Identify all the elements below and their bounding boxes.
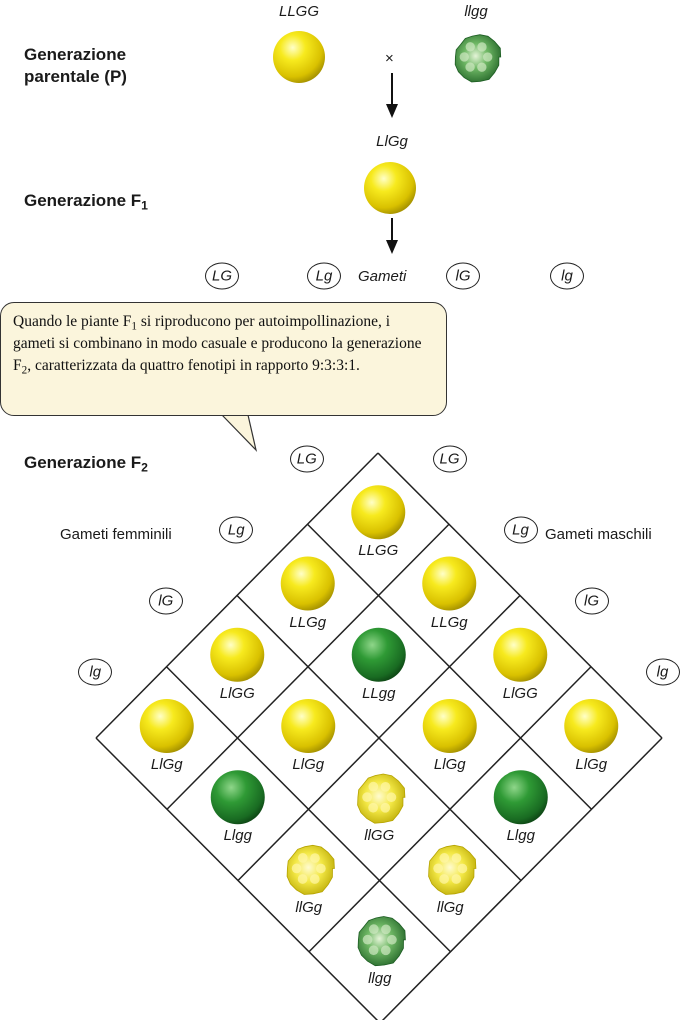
gamete-circle: lG [148,587,183,615]
f2-pea-yellow-round [564,699,619,753]
cross-symbol: × [385,50,394,67]
f2-pea-yellow-wrinkled [286,844,335,895]
f2-cell-genotype: LLgg [362,684,396,702]
grid-line [165,666,452,953]
f2-cell-genotype: Llgg [223,827,252,845]
f2-cell-genotype: LlGG [219,684,255,702]
f1-genotype: LlGg [376,133,408,150]
f1-generation-label: Generazione F1 [24,191,148,213]
f2-pea-yellow-round [280,556,335,611]
gamete-circle: lg [78,658,113,686]
parent-green-wrinkled-pea [454,34,502,83]
grid-line [308,666,592,953]
f2-pea-yellow-round [493,627,548,682]
arrow-f1-to-gametes-head [386,240,398,254]
callout-pointer [221,414,258,452]
f2-pea-yellow-round [422,699,477,753]
parent-yellow-round-pea [273,31,325,83]
f2-pea-yellow-round [351,485,406,540]
arrow-p-to-f1-head [386,104,398,118]
gamete-circle: Lg [503,516,538,544]
f2-cell-genotype: Llgg [506,827,535,845]
f2-pea-yellow-round [210,627,265,682]
gamete-circle: lg [550,262,584,290]
pea-layer [139,31,619,967]
f2-cell-genotype: LlGg [575,756,608,773]
f2-cell-genotype: llGG [364,827,395,845]
parental-generation-label: Generazione parentale (P) [24,45,127,86]
male-gametes-label: Gameti maschili [545,526,652,543]
f2-cell-genotype: LLGg [430,613,468,631]
f2-pea-yellow-round [422,556,477,611]
female-gametes-label: Gameti femminili [60,526,172,543]
gamete-circle: Lg [219,516,254,544]
f2-cell-genotype: LlGG [502,684,538,702]
f2-generation-label: Generazione F2 [24,453,148,475]
f2-cell-genotype: LlGg [150,756,183,773]
f2-cell-genotype: llGg [295,898,323,916]
f2-pea-yellow-round [281,699,336,753]
f2-pea-green-round [351,627,406,682]
f2-cell-genotype: llGg [436,898,464,916]
gametes-label: Gameti [358,268,407,285]
explanation-callout: Quando le piante F1 si riproducono per a… [0,302,447,416]
gamete-circle: LG [432,445,467,473]
f2-cell-genotype: llgg [368,969,392,987]
f2-cell-genotype: LLGg [289,613,327,631]
f2-pea-yellow-round [139,699,194,753]
gamete-circle: LG [205,262,239,290]
gamete-circle: lG [446,262,480,290]
punnett-grid [95,452,663,1020]
gamete-circle: Lg [307,262,341,290]
f2-cell-genotype: LLGG [358,542,399,560]
f2-pea-green-round [493,770,548,825]
gamete-circle: lG [574,587,609,615]
f2-cell-genotype: LlGg [433,756,466,773]
f2-cell-genotype: LlGg [292,756,325,773]
f2-pea-green-wrinkled [357,916,406,967]
parent-right-genotype: llgg [464,3,488,20]
f2-pea-yellow-wrinkled [428,844,477,895]
grid-line [381,737,663,1020]
f1-yellow-round-pea [364,162,416,214]
grid-line [95,737,379,1020]
gamete-circle: lg [645,658,680,686]
f2-pea-yellow-wrinkled [357,773,406,824]
parent-left-genotype: LLGG [278,3,320,20]
grid-line [237,594,521,882]
gamete-circle: LG [289,445,324,473]
f2-pea-green-round [210,770,265,825]
